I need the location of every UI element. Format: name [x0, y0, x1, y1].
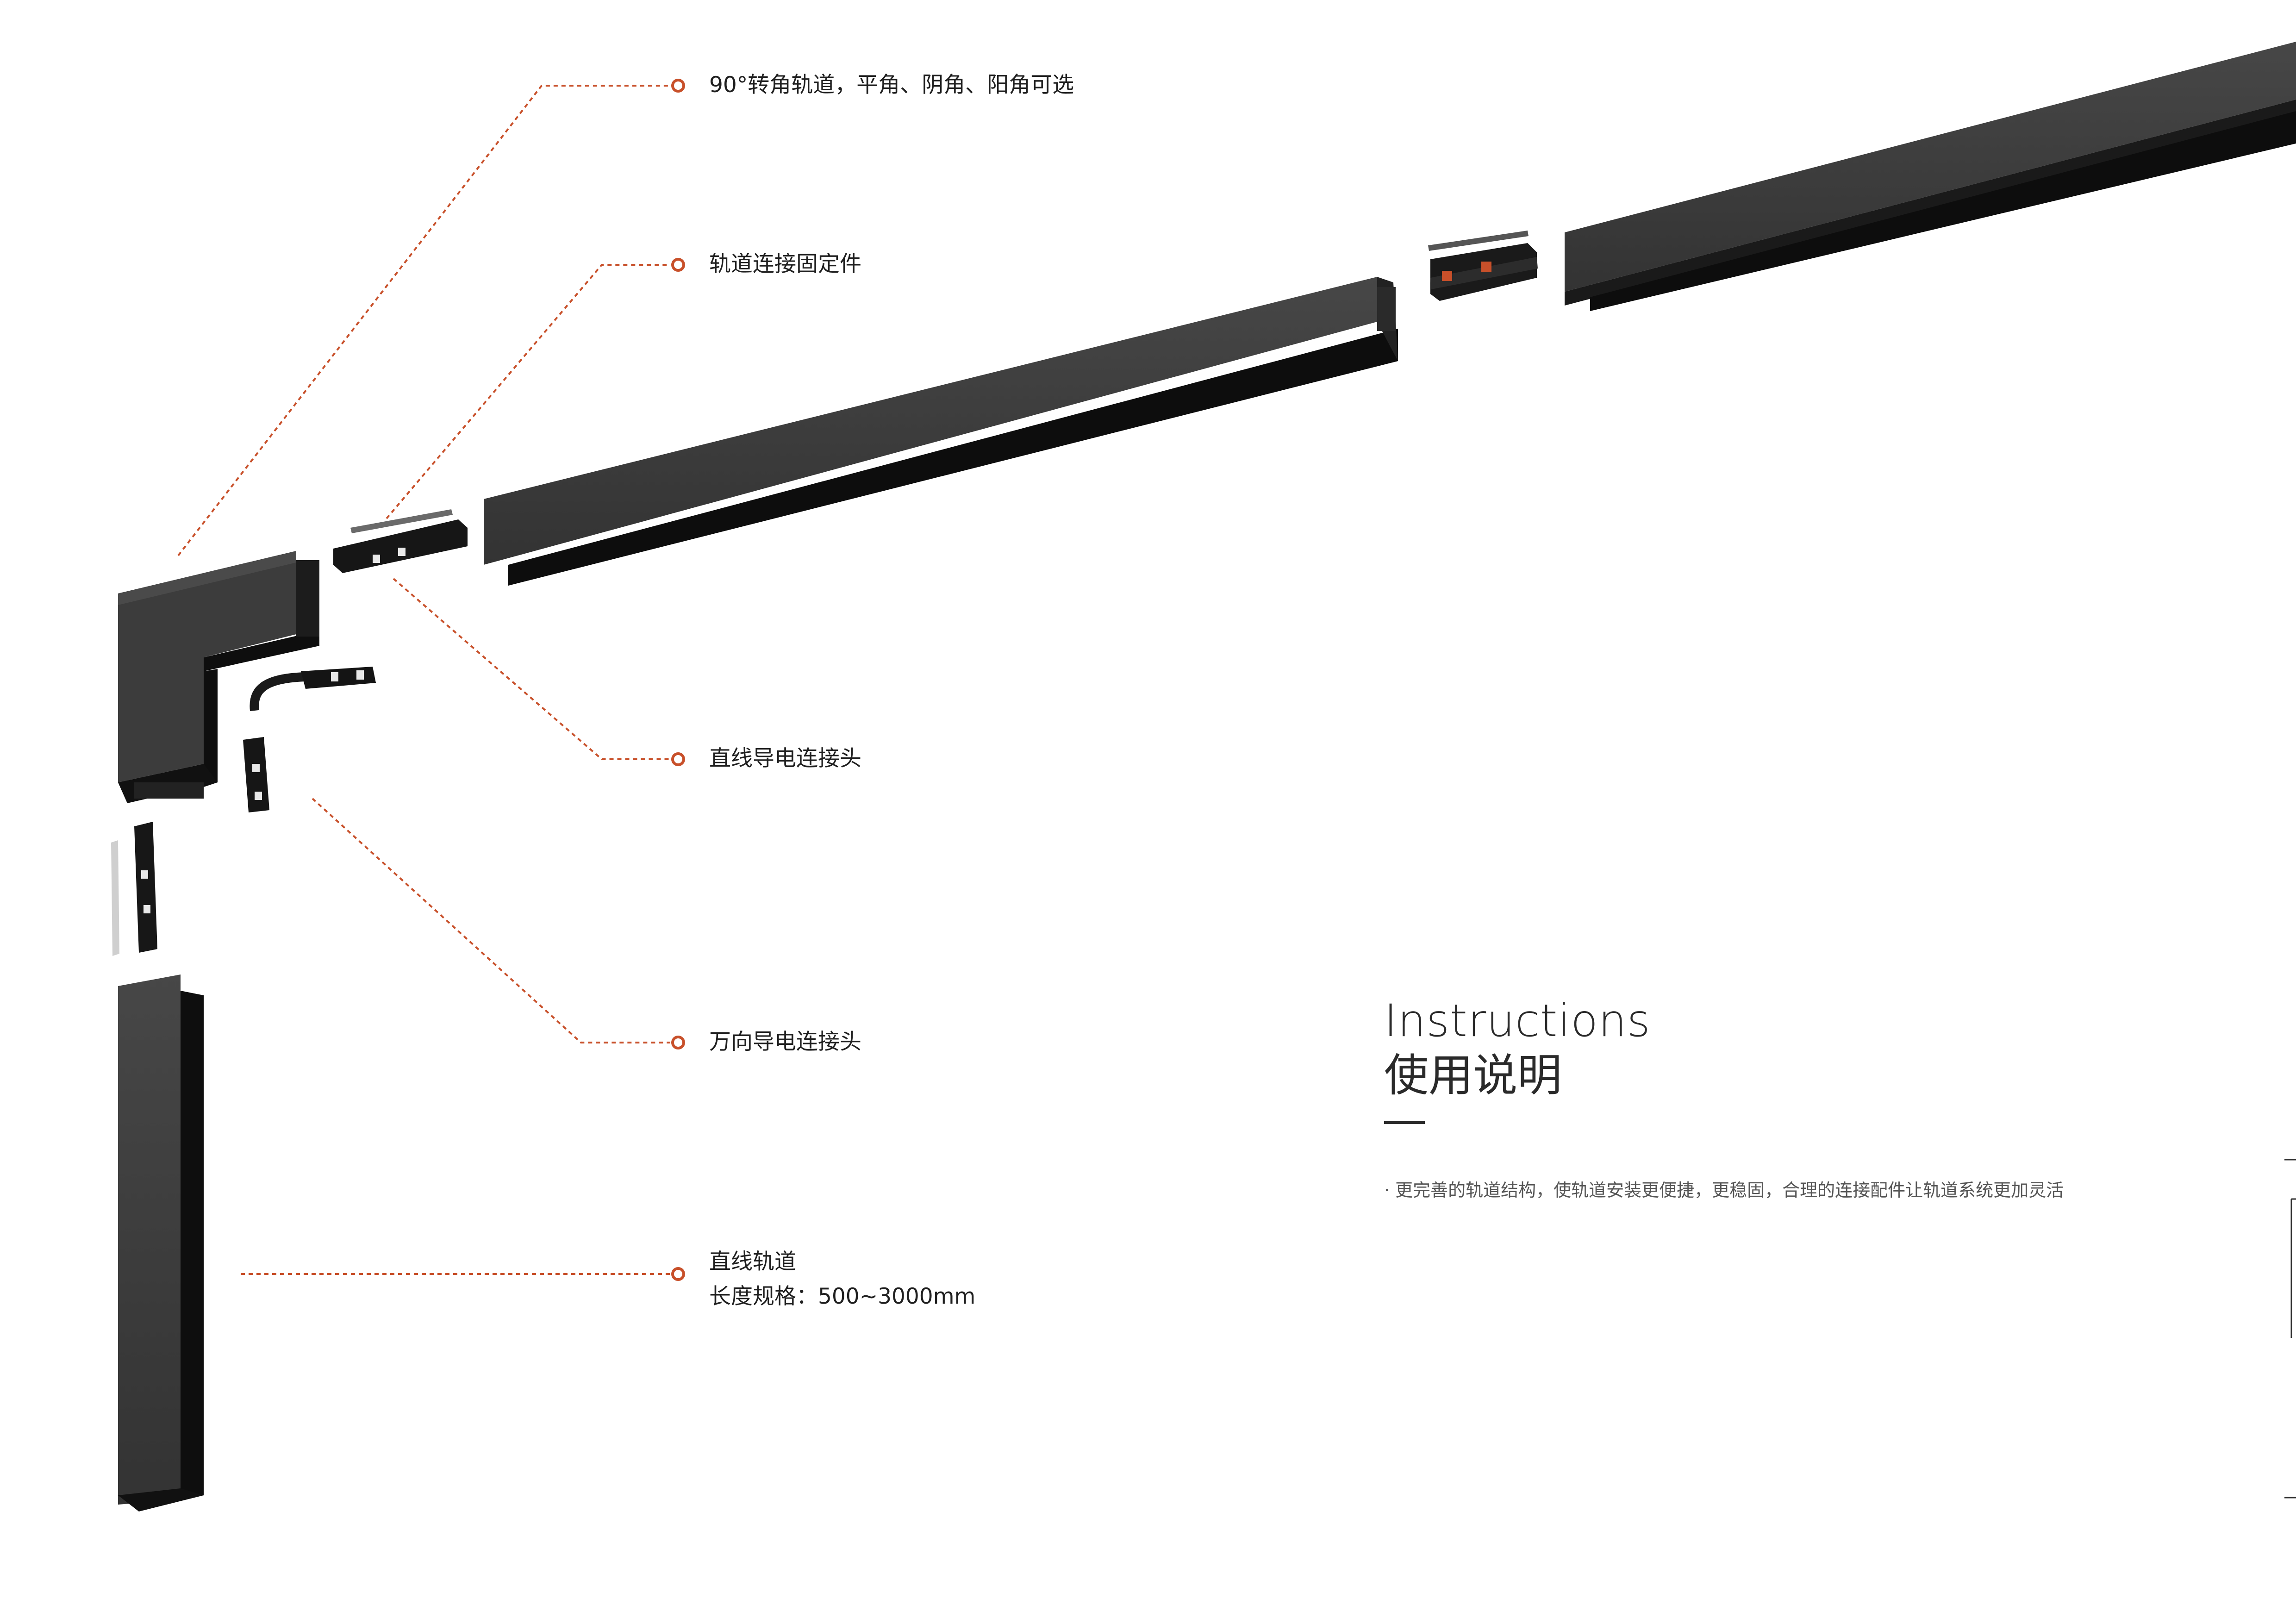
instructions-description: · 更完善的轨道结构，使轨道安装更便捷，更稳固，合理的连接配件让轨道系统更加灵活 [1384, 1180, 2064, 1200]
label-track-fixing-text: 轨道连接固定件 [709, 251, 861, 277]
track-fixing-piece [333, 509, 468, 573]
straight-connector-vertical [111, 822, 157, 956]
ring-dot-icon [671, 1267, 685, 1281]
ring-dot-icon [671, 258, 685, 272]
leader-corner-track [177, 85, 670, 556]
corner-track [118, 551, 319, 803]
label-straight-track: 直线轨道 长度规格：500~3000mm [709, 1244, 975, 1314]
instructions-divider [1384, 1121, 1425, 1124]
page-edge-marks [2284, 1159, 2296, 1499]
ring-dot-icon [671, 1036, 685, 1049]
label-straight-connector: 直线导电连接头 [709, 741, 861, 776]
leader-straight-connector [393, 578, 670, 760]
instructions-title-cn: 使用说明 [1384, 1049, 1562, 1102]
ring-dot-icon [671, 79, 685, 93]
instructions-title-en: Instructions [1384, 995, 1651, 1047]
label-universal-connector-text: 万向导电连接头 [709, 1029, 861, 1055]
label-straight-track-length: 长度规格：500~3000mm [709, 1284, 976, 1310]
label-corner-track-text: 90°转角轨道，平角、阴角、阳角可选 [709, 72, 1074, 98]
callout-leaders [177, 85, 670, 1275]
long-track-top [1565, 42, 2296, 311]
leader-universal-connector [312, 798, 670, 1043]
leader-track-fixing [386, 264, 670, 519]
callout-markers [671, 79, 685, 1281]
instructions-section: Instructions 使用说明 · 更完善的轨道结构，使轨道安装更便捷，更稳… [1384, 995, 2078, 1206]
label-universal-connector: 万向导电连接头 [709, 1024, 861, 1059]
long-track-middle [484, 277, 1398, 586]
straight-track-vertical [118, 974, 204, 1512]
track-connector-top [1428, 231, 1538, 301]
universal-connector [243, 667, 376, 812]
label-straight-connector-text: 直线导电连接头 [709, 746, 861, 771]
ring-dot-icon [671, 752, 685, 766]
label-track-fixing: 轨道连接固定件 [709, 247, 861, 281]
label-straight-track-title: 直线轨道 [709, 1249, 796, 1274]
label-corner-track: 90°转角轨道，平角、阴角、阳角可选 [709, 68, 1074, 102]
